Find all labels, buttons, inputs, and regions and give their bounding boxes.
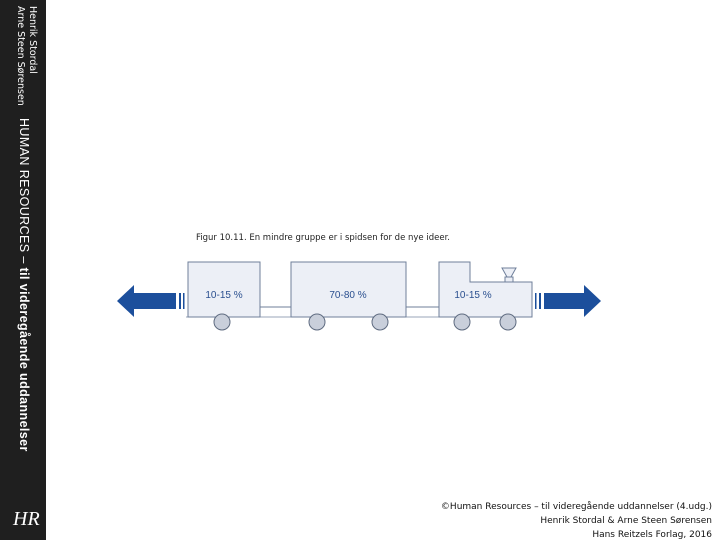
chimney-icon bbox=[502, 268, 516, 277]
right-arrow-icon bbox=[535, 285, 601, 317]
footer-line-1: ©Human Resources – til videregående udda… bbox=[441, 500, 712, 514]
wagon-1-label: 10-15 % bbox=[205, 290, 242, 301]
left-arrow-icon bbox=[117, 285, 185, 317]
locomotive-label: 10-15 % bbox=[454, 290, 491, 301]
wagon-2-label: 70-80 % bbox=[329, 290, 366, 301]
footer-line-2: Henrik Stordal & Arne Steen Sørensen bbox=[441, 514, 712, 528]
footer: ©Human Resources – til videregående udda… bbox=[441, 500, 712, 542]
